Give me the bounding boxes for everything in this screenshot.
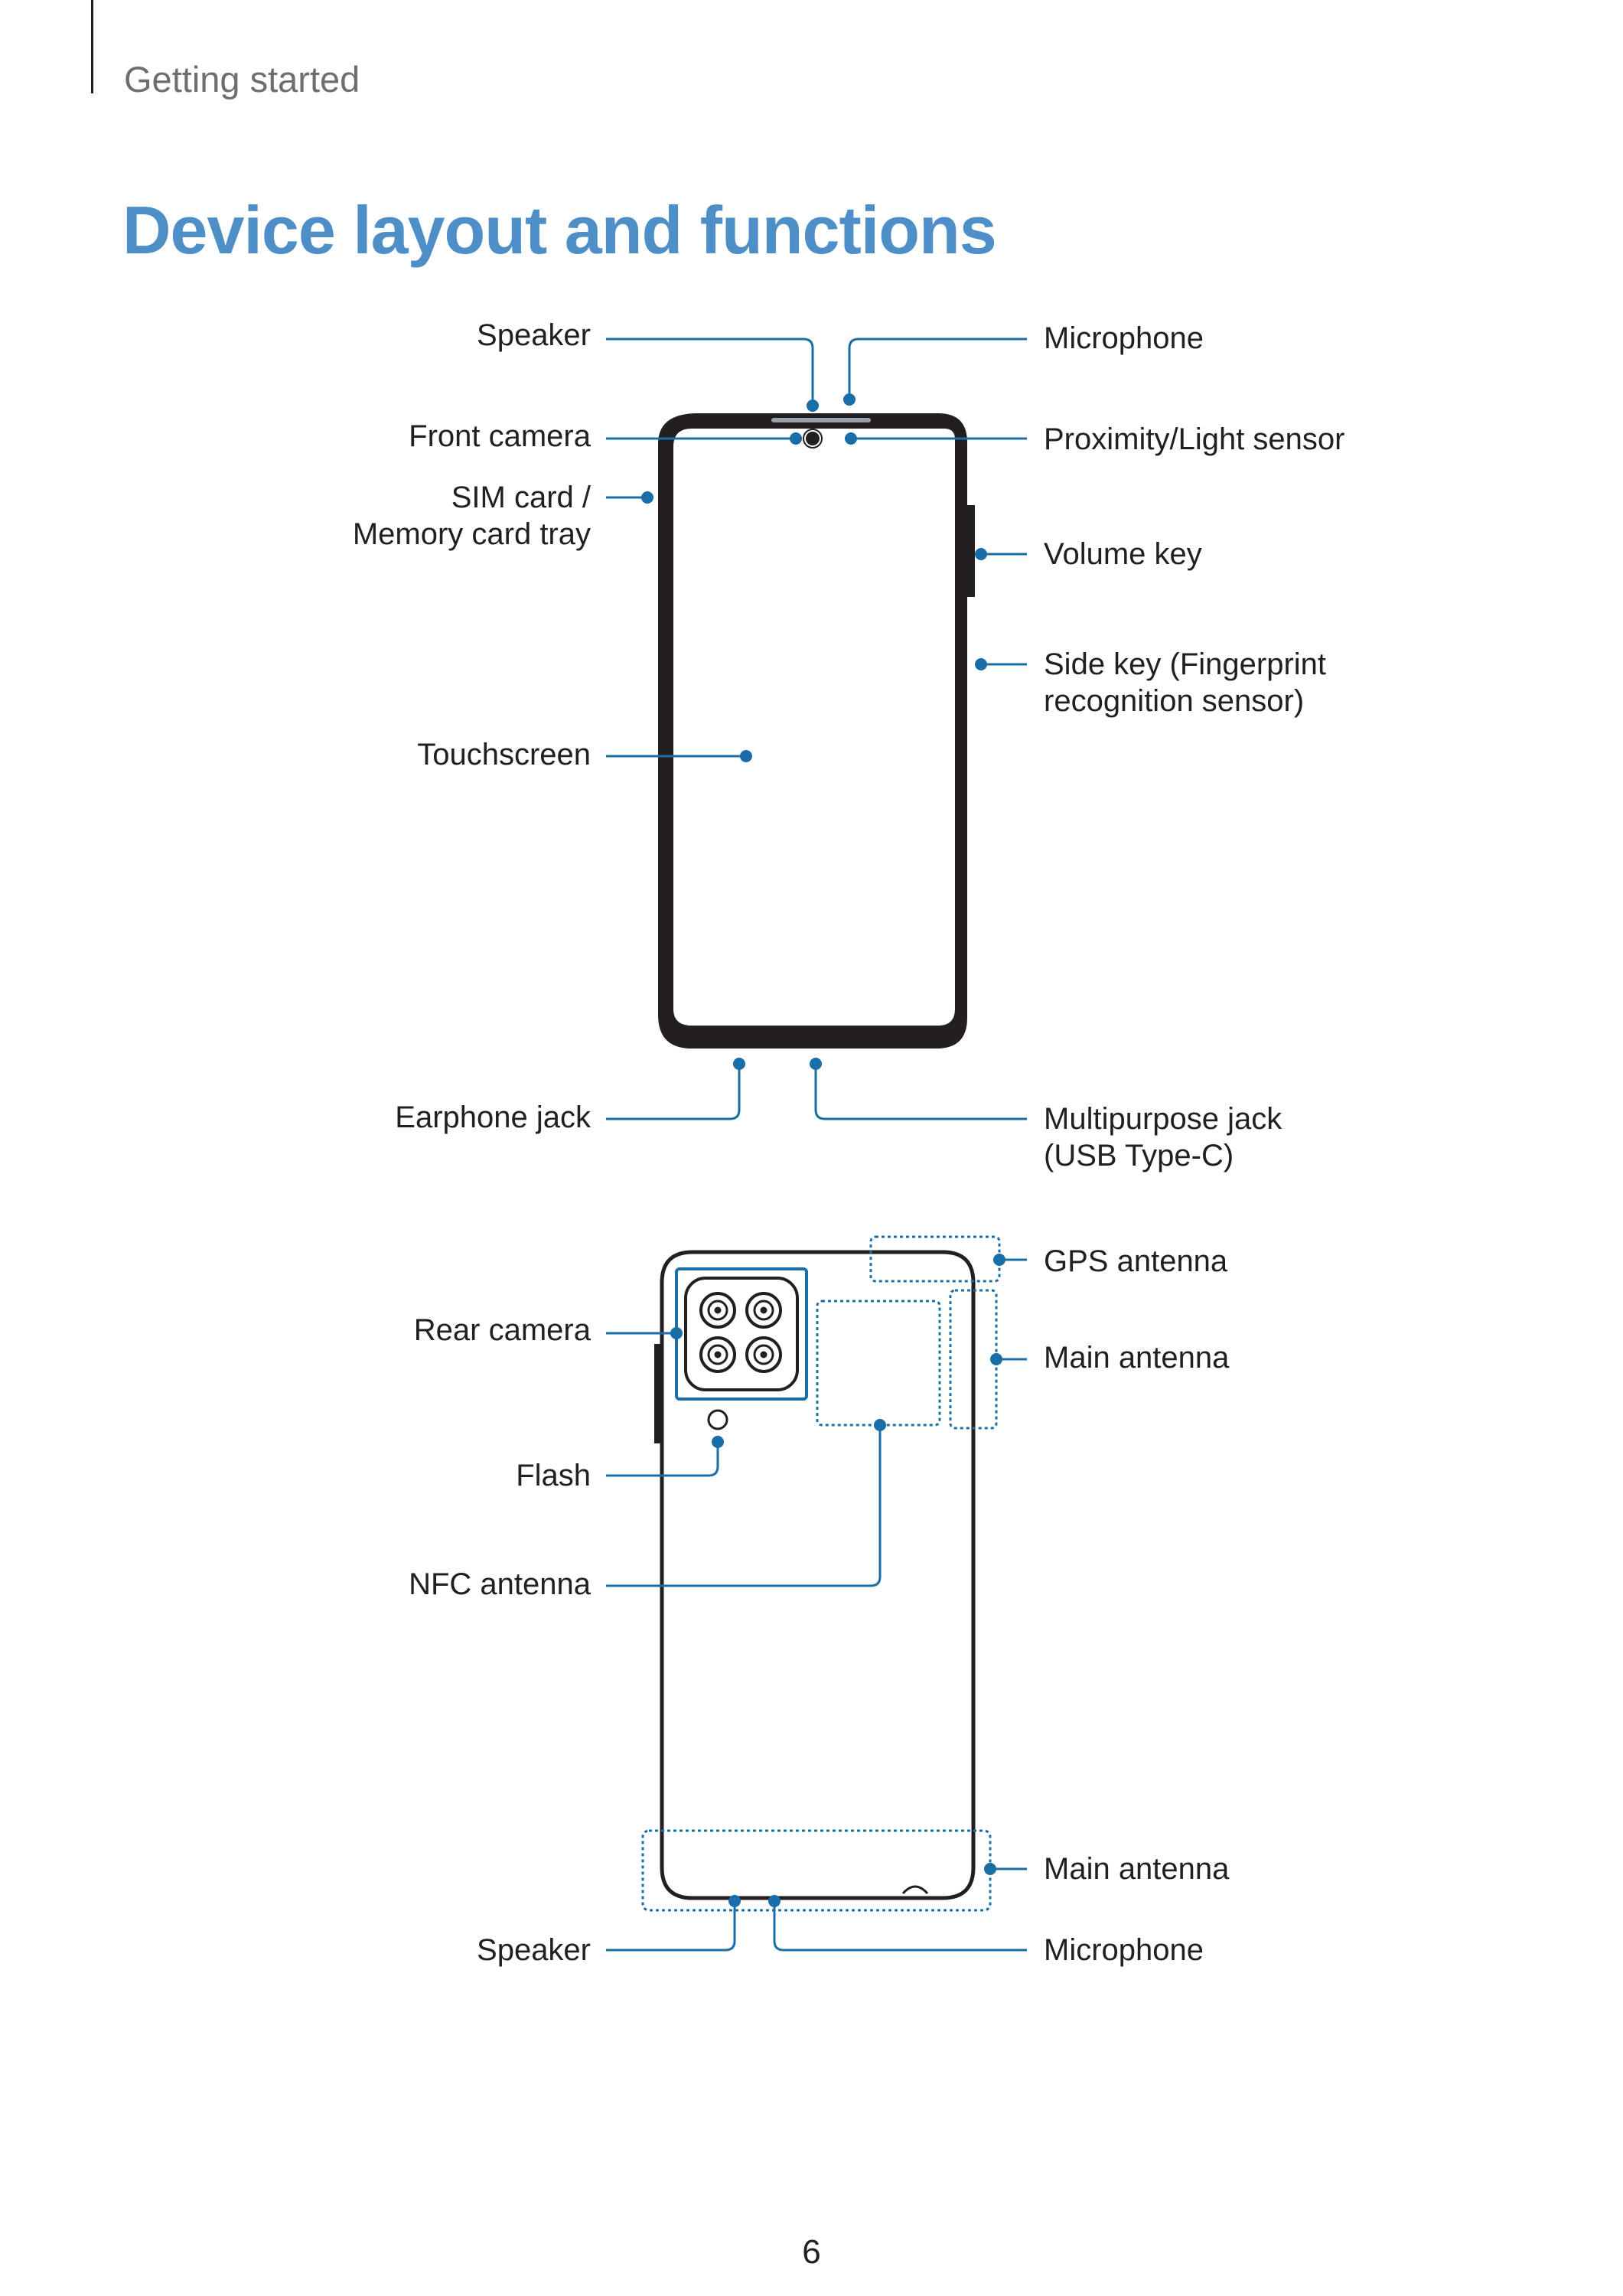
label-multipurpose-line1: Multipurpose jack	[1044, 1102, 1282, 1136]
label-touchscreen: Touchscreen	[417, 738, 591, 771]
label-volume-key: Volume key	[1044, 537, 1202, 571]
label-main-antenna-top: Main antenna	[1044, 1341, 1230, 1375]
lens-3-icon	[699, 1336, 736, 1373]
main-antenna-side-area	[949, 1289, 998, 1430]
back-callout-dots	[670, 1254, 1005, 1907]
dot-side-key	[975, 658, 987, 670]
label-microphone-back: Microphone	[1044, 1933, 1204, 1967]
label-proximity-sensor: Proximity/Light sensor	[1044, 422, 1345, 456]
front-callout-dots	[641, 393, 987, 1070]
lens-2-icon	[745, 1292, 782, 1329]
callout-multipurpose-jack	[814, 1064, 1027, 1120]
dot-main-antenna-bottom	[984, 1863, 996, 1875]
callout-microphone-front	[848, 338, 1027, 400]
dot-touchscreen	[740, 750, 752, 762]
camera-lenses	[699, 1292, 782, 1373]
back-phone-outline	[660, 1250, 976, 1900]
callout-nfc-antenna	[606, 1425, 882, 1587]
rear-camera-highlight	[675, 1267, 808, 1401]
label-microphone-front: Microphone	[1044, 321, 1204, 355]
dot-speaker-back	[728, 1895, 741, 1907]
dot-microphone-front	[843, 393, 855, 406]
section-rule	[91, 0, 93, 93]
dot-earphone-jack	[733, 1058, 745, 1070]
bottom-jack-shape	[901, 1885, 929, 1895]
section-label: Getting started	[124, 59, 360, 99]
dot-gps-antenna	[993, 1254, 1005, 1266]
dot-volume-key	[975, 548, 987, 560]
front-camera-ring	[803, 429, 823, 448]
dot-main-antenna-side	[990, 1353, 1002, 1365]
dot-sim-tray	[641, 491, 653, 504]
front-callouts	[606, 338, 1027, 1120]
callout-microphone-back	[773, 1901, 1027, 1952]
earpiece-slot	[771, 418, 871, 422]
dot-rear-camera	[670, 1327, 683, 1339]
lens-1-icon	[699, 1292, 736, 1329]
front-screen	[673, 429, 955, 1026]
label-main-antenna-bottom: Main antenna	[1044, 1852, 1230, 1886]
gps-antenna-area	[869, 1235, 1001, 1283]
callout-speaker-back	[606, 1901, 736, 1952]
main-antenna-bottom-area	[641, 1829, 992, 1912]
label-gps-antenna: GPS antenna	[1044, 1244, 1228, 1278]
page-title: Device layout and functions	[122, 192, 997, 268]
flash-icon	[707, 1409, 728, 1430]
dot-front-camera	[790, 432, 802, 445]
dot-nfc-antenna	[874, 1419, 886, 1431]
label-side-key-line1: Side key (Fingerprint	[1044, 647, 1327, 681]
dot-microphone-back	[768, 1895, 781, 1907]
label-speaker-back: Speaker	[477, 1933, 591, 1967]
label-sim-tray-line1: SIM card /	[451, 481, 591, 514]
label-rear-camera: Rear camera	[413, 1313, 591, 1347]
camera-module	[684, 1277, 799, 1391]
label-sim-tray-line2: Memory card tray	[352, 517, 591, 551]
volume-key-shape	[967, 505, 975, 597]
back-callouts	[606, 1258, 1027, 1952]
dot-proximity	[845, 432, 857, 445]
label-multipurpose-line2: (USB Type-C)	[1044, 1139, 1234, 1172]
back-highlights	[641, 1235, 1001, 1912]
callout-flash	[606, 1442, 719, 1477]
callout-speaker-front	[606, 338, 814, 406]
callout-earphone-jack	[606, 1064, 741, 1120]
dot-multipurpose-jack	[810, 1058, 822, 1070]
front-phone	[658, 413, 975, 1049]
front-camera-lens	[806, 432, 820, 445]
dot-speaker-front	[807, 400, 819, 412]
label-nfc-antenna: NFC antenna	[409, 1567, 591, 1601]
dot-flash	[712, 1436, 724, 1448]
label-side-key-line2: recognition sensor)	[1044, 684, 1305, 718]
lens-4-icon	[745, 1336, 782, 1373]
label-speaker-front: Speaker	[477, 318, 591, 352]
page-number: 6	[802, 2233, 821, 2271]
label-flash: Flash	[516, 1459, 591, 1492]
back-phone	[654, 1250, 976, 1900]
label-front-camera: Front camera	[409, 419, 591, 453]
label-earphone-jack: Earphone jack	[395, 1101, 591, 1134]
nfc-antenna-area	[816, 1300, 941, 1427]
back-side-button	[654, 1344, 662, 1443]
